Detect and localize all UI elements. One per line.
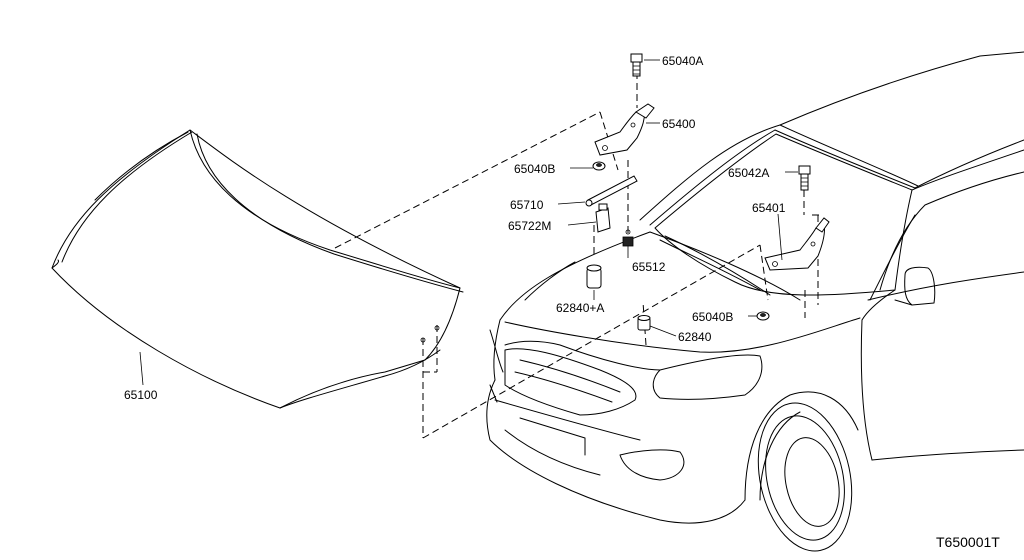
part-labels: 65100 65040A 65400 65040B 65710 65722M 6… [124,54,1000,550]
hood-panel[interactable] [51,129,464,409]
label-65722M: 65722M [508,219,551,233]
label-65401: 65401 [752,201,786,215]
label-65710: 65710 [510,198,544,212]
nut-65040B-upper[interactable] [592,161,606,171]
label-62840A: 62840+A [556,301,604,315]
bolt-65042A[interactable] [798,165,811,191]
label-65100: 65100 [124,388,158,402]
stay-clip-65722M[interactable] [595,203,611,233]
vehicle-body [486,51,1024,552]
hood-hinge-left[interactable] [594,103,655,156]
diagram-id: T650001T [936,534,1000,550]
label-65512: 65512 [632,260,666,274]
nut-65040B-lower[interactable] [756,311,770,321]
label-leaders [139,59,798,386]
label-65400: 65400 [662,117,696,131]
label-65040B-upper: 65040B [514,162,555,176]
label-65040B-lower: 65040B [692,310,733,324]
hood-hinge-right[interactable] [764,217,830,271]
bumper-62840A[interactable] [586,264,602,289]
label-65042A: 65042A [728,166,769,180]
hood-stay-65710[interactable] [585,175,638,207]
bumper-62840[interactable] [637,315,651,331]
bolt-65040A[interactable] [630,53,643,77]
label-62840: 62840 [678,330,712,344]
label-65040A-top: 65040A [662,54,703,68]
leader-lines [334,72,820,439]
